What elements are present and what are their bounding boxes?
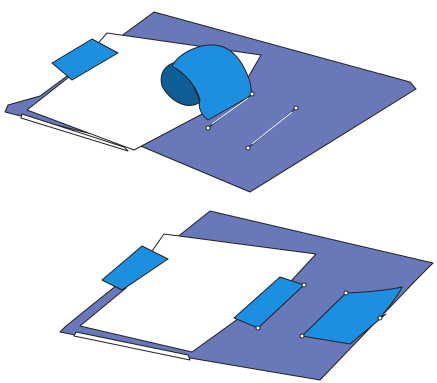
figure-bottom-folder — [59, 210, 434, 381]
top-side-tab — [51, 38, 119, 81]
bottom-paper-back — [73, 331, 191, 361]
figure-top-folder — [4, 11, 417, 193]
top-slot-dot — [293, 105, 299, 111]
top-slot-left-inner — [211, 97, 249, 125]
top-slot-dot — [205, 125, 211, 131]
bottom-side-tab — [101, 245, 169, 291]
bottom-pocket-dot — [255, 325, 261, 331]
top-slot-dot — [245, 145, 251, 151]
bottom-paper-front — [79, 233, 317, 353]
bottom-pocket-dot — [377, 315, 383, 321]
top-slot-right-inner — [251, 111, 293, 145]
top-slot-dot — [249, 91, 255, 97]
bottom-pocket-dot — [301, 282, 307, 288]
bottom-pocket-dot — [343, 290, 349, 296]
bottom-pocket-dot — [299, 333, 305, 339]
top-paper-back — [20, 113, 129, 152]
